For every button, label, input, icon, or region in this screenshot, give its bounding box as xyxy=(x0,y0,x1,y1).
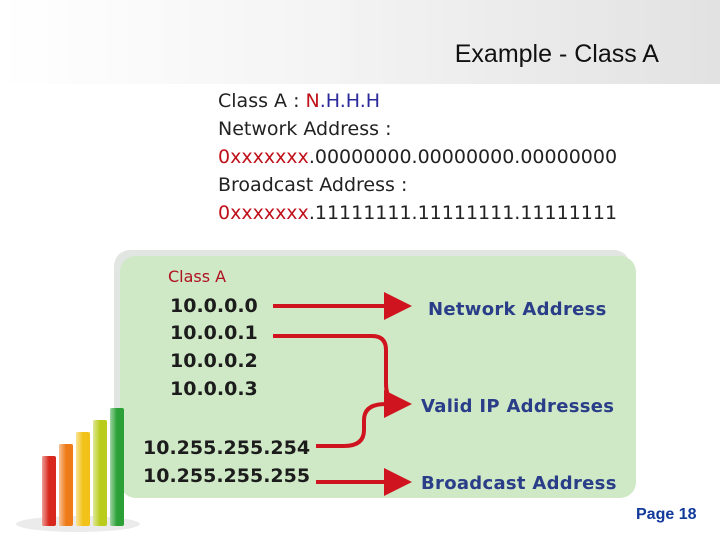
network-part-letter: N xyxy=(305,90,320,112)
page-number: Page 18 xyxy=(636,506,697,523)
ip-last-host: 10.255.255.254 xyxy=(143,437,311,459)
ip-second-host: 10.0.0.2 xyxy=(170,350,258,372)
class-a-prefix: Class A : xyxy=(218,90,306,112)
network-address-category: Network Address xyxy=(428,299,607,320)
valid-ip-category: Valid IP Addresses xyxy=(421,396,615,417)
broadcast-address-bits: 0xxxxxxx.11111111.11111111.11111111 xyxy=(218,199,617,227)
slide-title: Example - Class A xyxy=(454,40,659,68)
network-bits-rest: .00000000.00000000.00000000 xyxy=(308,146,618,168)
diagram-panel xyxy=(120,256,636,498)
class-a-format-line: Class A : N.H.H.H xyxy=(218,87,617,115)
network-address-label: Network Address : xyxy=(218,118,392,140)
ip-broadcast: 10.255.255.255 xyxy=(143,465,311,487)
network-bits-prefix: 0xxxxxxx xyxy=(218,146,309,168)
class-a-label: Class A xyxy=(168,267,227,286)
network-address-bits: 0xxxxxxx.00000000.00000000.00000000 xyxy=(218,143,617,171)
ip-network: 10.0.0.0 xyxy=(170,295,258,317)
header-band xyxy=(0,0,720,84)
broadcast-address-category: Broadcast Address xyxy=(421,473,617,494)
valid-range-lower-link xyxy=(316,402,387,448)
host-part-letters: .H.H.H xyxy=(319,90,381,112)
ip-third-host: 10.0.0.3 xyxy=(170,378,258,400)
broadcast-address-label: Broadcast Address : xyxy=(218,174,408,196)
address-info: Class A : N.H.H.H Network Address : 0xxx… xyxy=(218,87,617,227)
valid-range-bracket xyxy=(273,334,412,418)
ip-first-host: 10.0.0.1 xyxy=(170,322,258,344)
broadcast-bits-prefix: 0xxxxxxx xyxy=(218,202,309,224)
broadcast-bits-rest: .11111111.11111111.11111111 xyxy=(308,202,618,224)
